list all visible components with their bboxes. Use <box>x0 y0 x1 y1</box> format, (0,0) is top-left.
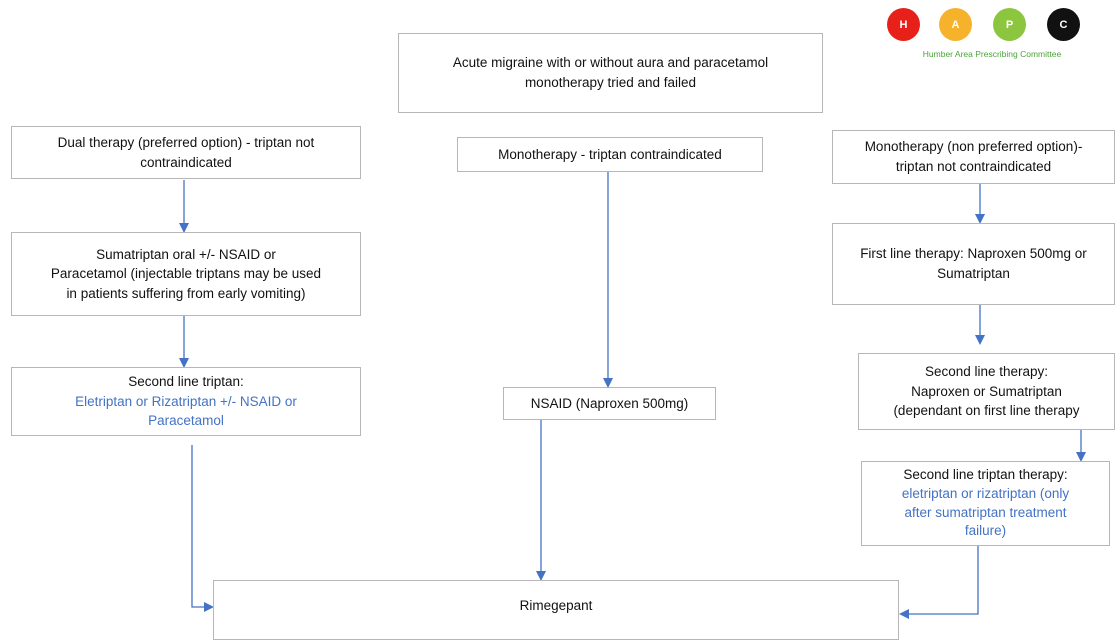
hapc-logo-circles: H A P C <box>885 8 1095 44</box>
box-text: Second line triptan: <box>128 374 244 390</box>
box-text: Second line therapy: <box>924 364 1049 380</box>
box-text: Monotherapy - triptan contraindicated <box>498 146 722 162</box>
logo-circle-p: P <box>993 8 1026 41</box>
box-text: triptan not contraindicated <box>895 159 1052 174</box>
box-text: Sumatriptan <box>937 266 1010 281</box>
box-text: Sumatriptan oral +/- NSAID or <box>96 246 276 262</box>
logo-circle-a: A <box>939 8 972 41</box>
box-second-line-triptan: Second line triptan: Eletriptan or Rizat… <box>11 367 361 436</box>
logo-letter-h: H <box>899 18 908 31</box>
box-text: Acute migraine with or without aura and … <box>452 55 769 71</box>
box-text: Dual therapy (preferred option) - tripta… <box>57 134 315 150</box>
logo-circle-h: H <box>887 8 920 41</box>
hapc-logo: H A P C Humber Area Prescribing Committe… <box>877 4 1107 64</box>
box-text: failure) <box>964 523 1007 539</box>
box-text: (dependant on first line therapy <box>893 403 1080 419</box>
box-text: Eletriptan or Rizatriptan +/- NSAID or <box>75 393 297 409</box>
box-text: Rimegepant <box>519 598 593 613</box>
box-first-line-therapy: First line therapy: Naproxen 500mg or Su… <box>832 223 1115 305</box>
box-text: Naproxen or Sumatriptan <box>911 383 1062 399</box>
box-second-line-therapy: Second line therapy: Naproxen or Sumatri… <box>858 353 1115 430</box>
box-text: First line therapy: Naproxen 500mg or <box>860 246 1087 262</box>
box-monotherapy-contraindicated: Monotherapy - triptan contraindicated <box>457 137 763 172</box>
logo-letter-c: C <box>1059 18 1068 31</box>
logo-letter-a: A <box>951 18 960 31</box>
box-sumatriptan-oral: Sumatriptan oral +/- NSAID or Paracetamo… <box>11 232 361 316</box>
box-text: in patients suffering from early vomitin… <box>66 285 306 301</box>
box-text: Monotherapy (non preferred option)- <box>864 139 1083 155</box>
logo-tagline: Humber Area Prescribing Committee <box>922 49 1062 59</box>
box-text: Second line triptan therapy: <box>903 467 1068 483</box>
box-acute-migraine: Acute migraine with or without aura and … <box>398 33 823 113</box>
box-second-line-triptan-therapy: Second line triptan therapy: eletriptan … <box>861 461 1110 546</box>
box-text: Paracetamol (injectable triptans may be … <box>50 266 322 282</box>
box-text: NSAID (Naproxen 500mg) <box>530 395 689 411</box>
box-text: contraindicated <box>140 154 232 170</box>
arrow-triptan-therapy-to-rimegepant <box>899 546 979 619</box>
box-rimegepant: Rimegepant <box>213 580 899 640</box>
box-text: after sumatriptan treatment <box>904 504 1067 520</box>
box-dual-therapy: Dual therapy (preferred option) - tripta… <box>11 126 361 179</box>
box-monotherapy-non-preferred: Monotherapy (non preferred option)- trip… <box>832 130 1115 184</box>
logo-circle-c: C <box>1047 8 1080 41</box>
box-text: eletriptan or rizatriptan (only <box>901 485 1070 501</box>
logo-letter-p: P <box>1005 18 1014 31</box>
box-text: Paracetamol <box>148 413 224 429</box>
box-text: monotherapy tried and failed <box>524 75 697 90</box>
arrow-second-triptan-to-rimegepant <box>191 445 214 612</box>
box-nsaid-naproxen: NSAID (Naproxen 500mg) <box>503 387 716 420</box>
